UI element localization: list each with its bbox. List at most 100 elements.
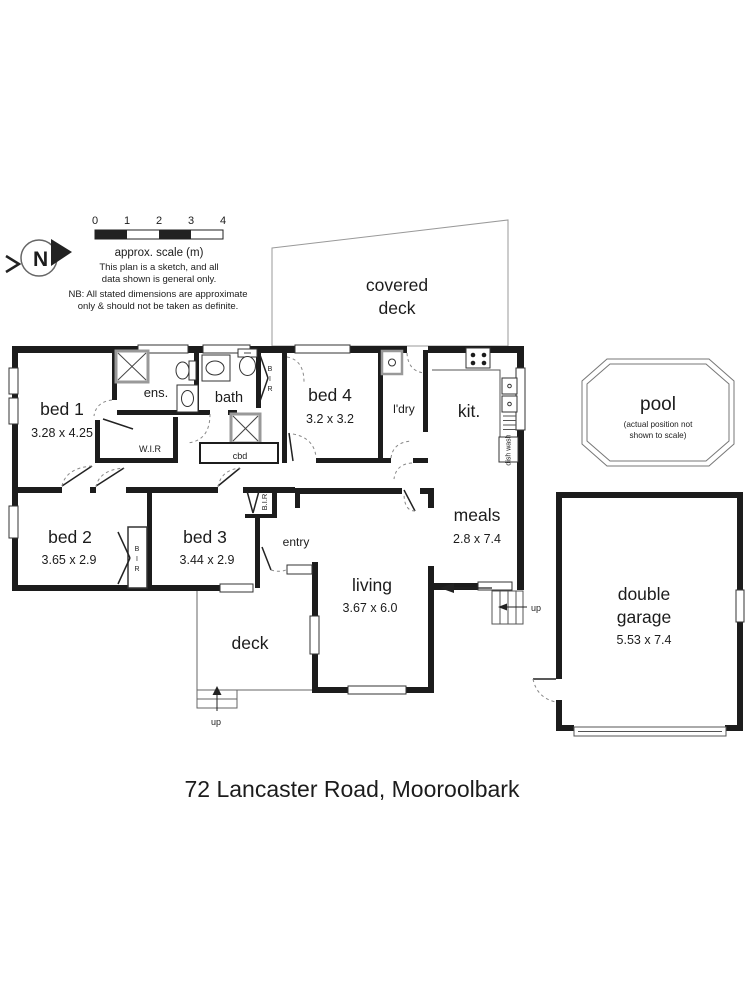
wall <box>556 700 562 731</box>
doors <box>61 352 425 572</box>
window <box>309 615 320 655</box>
window <box>735 589 745 623</box>
ldry-label: l'dry <box>393 402 415 416</box>
wall <box>423 350 428 432</box>
sketch-note-line1: This plan is a sketch, and all <box>99 262 218 273</box>
wall <box>556 725 574 731</box>
door-arc <box>217 467 241 488</box>
door-arc <box>93 399 113 417</box>
wall <box>556 492 743 498</box>
covered-deck-area: covered deck <box>271 219 509 347</box>
door-arc <box>292 433 317 458</box>
meals-label: meals <box>454 505 501 525</box>
pool-outline-outer <box>581 358 735 467</box>
pool-outline-inner <box>586 363 730 462</box>
door-leaf <box>403 489 416 512</box>
wall <box>255 518 260 588</box>
robe-label: B.I.R <box>260 493 269 510</box>
door-arc <box>186 413 211 444</box>
wall <box>295 488 402 494</box>
living-label: living <box>352 575 392 595</box>
scale-tick: 2 <box>156 215 162 227</box>
wall <box>245 514 277 518</box>
toilet-icon <box>188 360 197 381</box>
wall <box>420 488 434 494</box>
robe-letter: I <box>136 556 138 563</box>
meals-dims: 2.8 x 7.4 <box>453 532 501 546</box>
bifold-door <box>252 490 260 514</box>
bed1-label: bed 1 <box>40 399 84 419</box>
wall <box>95 420 100 463</box>
bed1-dims: 3.28 x 4.25 <box>31 426 93 440</box>
bifold-door <box>258 377 269 405</box>
door-leaf <box>217 467 241 487</box>
kit-label: kit. <box>458 401 480 421</box>
bed3-label: bed 3 <box>183 527 227 547</box>
door-arc <box>403 492 416 512</box>
windows <box>8 344 526 695</box>
window <box>8 367 19 395</box>
wall <box>413 458 428 463</box>
vanity-basin-icon <box>181 390 194 407</box>
scale-bar-segment <box>95 230 127 239</box>
dishwasher-icon <box>498 436 519 463</box>
wall <box>725 725 743 731</box>
wall <box>517 346 524 590</box>
door-arc <box>95 467 125 488</box>
robe-closet <box>127 526 148 589</box>
dishwasher-label: dish wash <box>506 434 513 465</box>
bed2-dims: 3.65 x 2.9 <box>42 553 97 567</box>
deck-label: deck <box>232 633 269 653</box>
wall <box>428 488 434 508</box>
window <box>137 344 189 354</box>
toilet-icon <box>239 356 256 376</box>
wall <box>383 458 391 463</box>
scale-bar: 0 1 2 3 4 approx. scale (m) This plan is… <box>68 215 247 312</box>
robes: cbd B I R B I R B.I.R <box>117 351 279 589</box>
scale-tick: 3 <box>188 215 194 227</box>
bifold-door <box>258 351 269 379</box>
stairs-up-label: up <box>531 603 541 613</box>
door-arc <box>406 352 425 374</box>
deck-and-stairs: up up <box>196 583 541 727</box>
door-leaf <box>61 465 93 487</box>
north-label: N <box>33 248 48 271</box>
window <box>8 505 19 539</box>
bifold-door <box>117 531 131 559</box>
wall <box>95 458 178 463</box>
kitchen-fixtures: dish wash <box>432 347 519 466</box>
living-dims: 3.67 x 6.0 <box>343 601 398 615</box>
pool-note-line1: (actual position not <box>624 420 693 429</box>
wall <box>12 487 62 493</box>
scale-tick: 4 <box>220 215 226 227</box>
robe-letter: R <box>134 566 139 573</box>
door-leaf <box>102 418 134 430</box>
bed2-label: bed 2 <box>48 527 92 547</box>
wall <box>256 346 261 408</box>
wall <box>12 346 18 591</box>
wall <box>378 346 383 463</box>
door-leaf <box>261 546 272 571</box>
pool-label: pool <box>640 394 676 415</box>
window <box>8 397 19 425</box>
wall <box>90 487 96 493</box>
entry-label: entry <box>283 535 310 549</box>
robe-letter: B <box>135 546 140 553</box>
wir-label: W.I.R <box>139 444 161 454</box>
page-title: 72 Lancaster Road, Mooroolbark <box>185 776 520 802</box>
wall <box>194 410 210 415</box>
wall <box>243 487 295 493</box>
toilet-icon <box>175 361 190 380</box>
door-arc <box>390 440 413 459</box>
covered-deck-label-line2: deck <box>379 298 416 318</box>
deck-up-label: up <box>211 717 221 727</box>
covered-deck-label-line1: covered <box>366 275 428 295</box>
wall <box>126 487 218 493</box>
up-arrow-head-icon <box>498 603 507 611</box>
robe-letter: I <box>269 376 271 383</box>
north-chevron-icon <box>5 254 22 274</box>
wall <box>272 487 277 518</box>
wall <box>295 488 300 508</box>
